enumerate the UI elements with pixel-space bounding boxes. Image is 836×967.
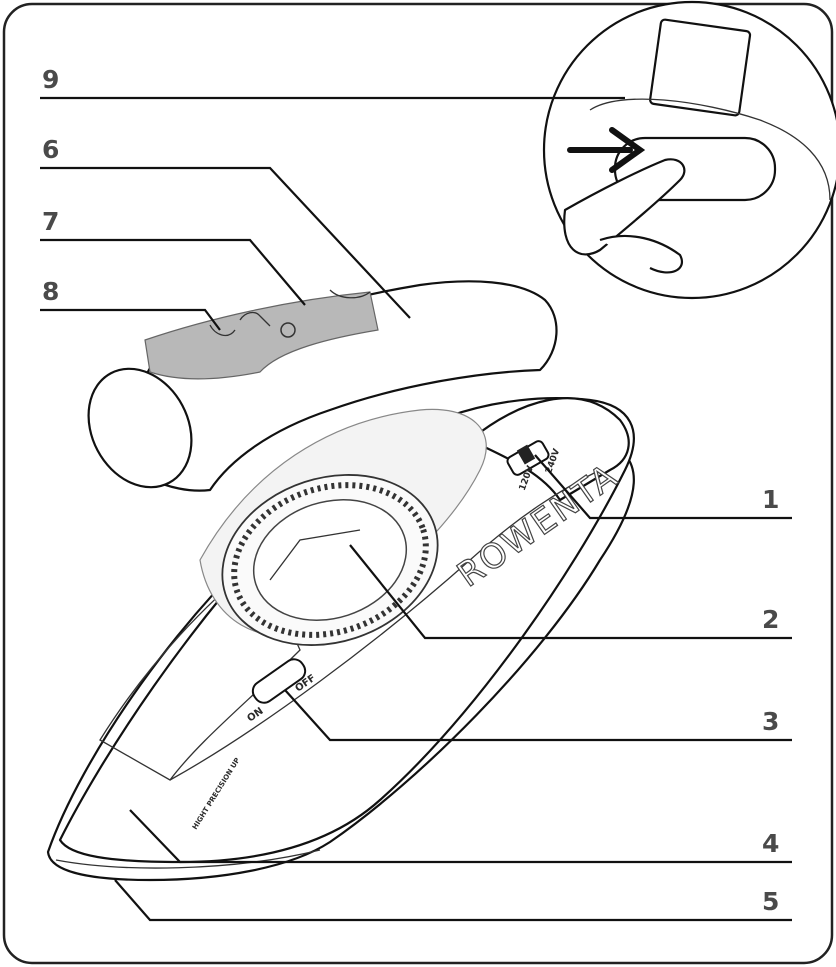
leader-3 (284, 689, 792, 742)
handle-body (108, 280, 558, 492)
inset-finger (563, 158, 686, 256)
detail-inset (542, 0, 836, 300)
leader-5 (114, 879, 792, 922)
callout-3: 3 (762, 707, 779, 736)
callout-9: 9 (42, 65, 59, 94)
inset-cap (649, 18, 752, 117)
callout-6: 6 (42, 135, 59, 164)
leader-lines (40, 96, 792, 922)
side-line (169, 469, 601, 781)
handle-control-panel (144, 291, 379, 380)
callout-4: 4 (762, 829, 779, 858)
callout-labels: 9 6 7 8 1 2 3 4 5 (42, 65, 779, 916)
leader-1 (534, 454, 792, 520)
temperature-dial-teeth (231, 482, 429, 638)
soleplate-edge (55, 849, 321, 869)
inset-tank-outline (589, 98, 831, 201)
inset-arrow (567, 127, 646, 173)
iron-handle (87, 280, 558, 492)
burst-icon (209, 324, 236, 337)
callout-2: 2 (762, 605, 779, 634)
callout-1: 1 (762, 485, 779, 514)
spray-icon (239, 311, 271, 327)
inset-hand (599, 234, 683, 274)
steam-burst-button (280, 322, 296, 338)
temperature-dial (252, 499, 408, 621)
handle-end-cap (87, 367, 193, 489)
leader-8 (40, 308, 221, 331)
leader-4 (129, 809, 792, 864)
iron-body: 120V 240V ROWENTA ON OFF HIGHT PRECISION… (46, 397, 635, 882)
callout-5: 5 (762, 887, 779, 916)
leader-6 (40, 166, 411, 319)
callout-7: 7 (42, 207, 59, 236)
leader-2 (349, 544, 792, 640)
dial-marker (269, 529, 361, 581)
callout-8: 8 (42, 277, 59, 306)
leader-7 (40, 238, 306, 306)
handle-seam (329, 289, 371, 299)
